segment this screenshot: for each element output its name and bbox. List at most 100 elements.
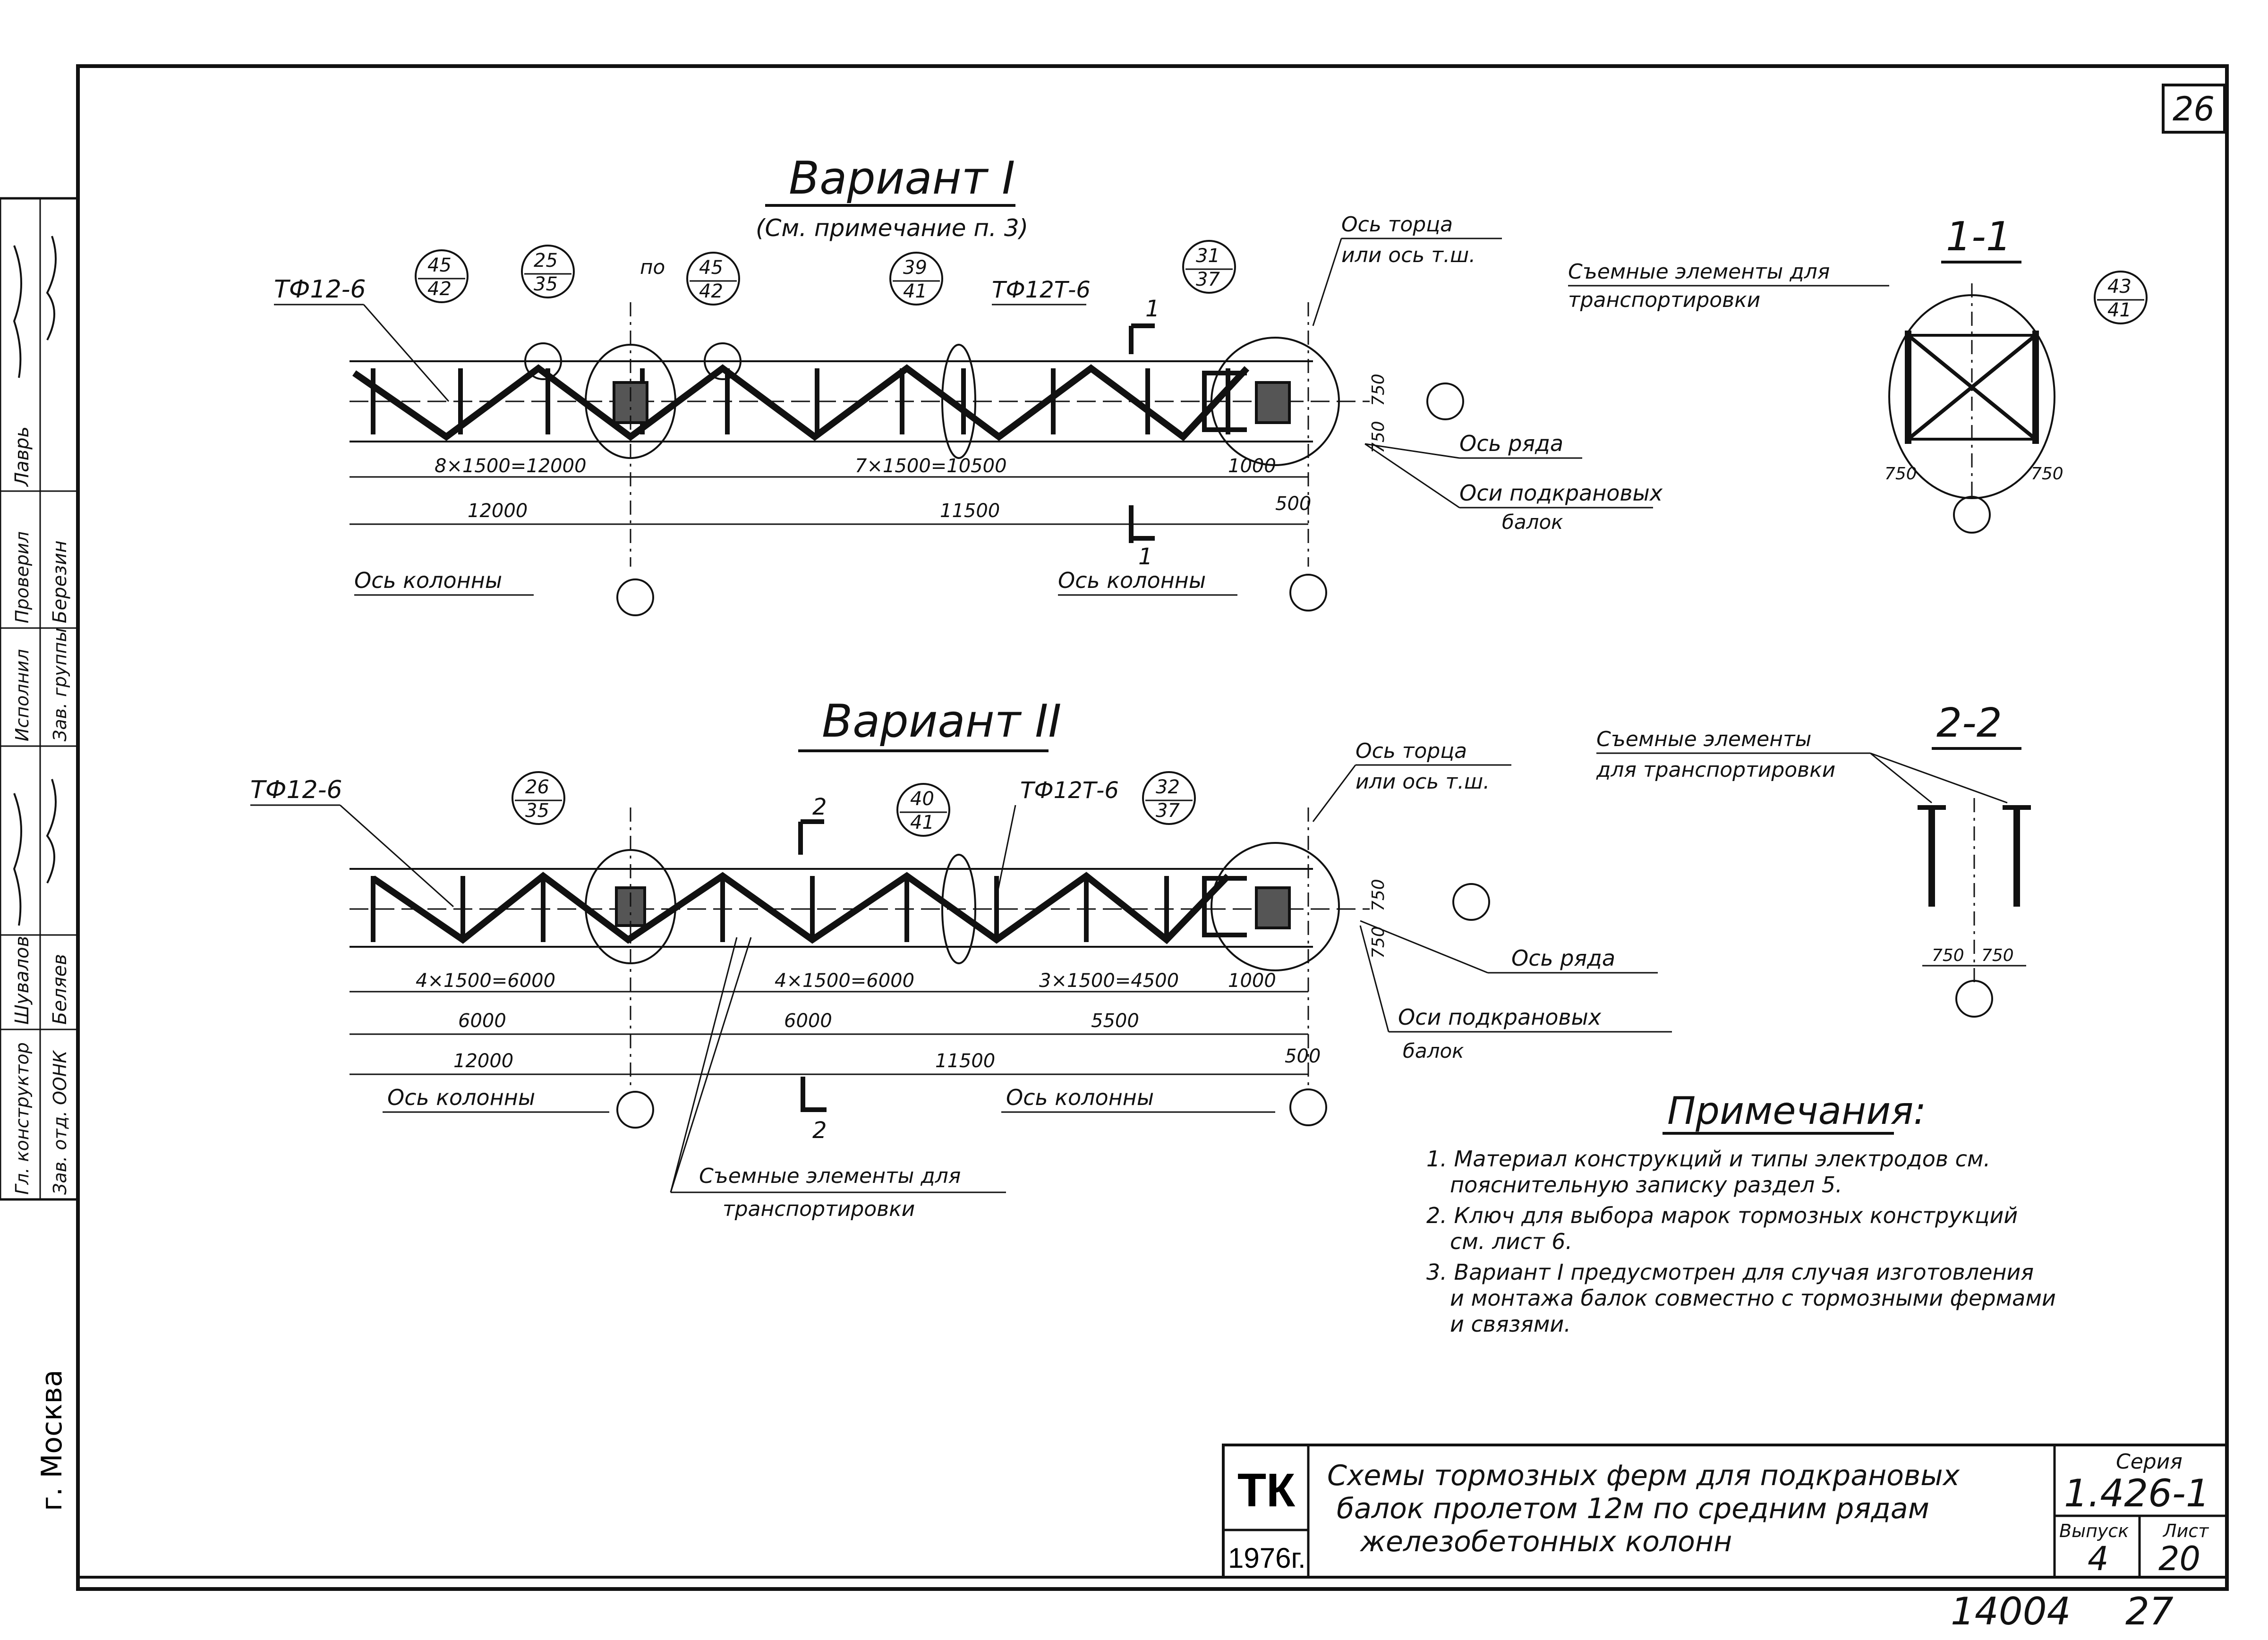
bubble-v2-1-top: 26 <box>525 776 549 798</box>
stamp-name-4: Лаврь <box>11 426 33 487</box>
footer-number-right: 27 <box>2125 1589 2174 1633</box>
issue-label: Выпуск <box>2059 1521 2129 1541</box>
note-line-3: 2. Ключ для выбора марок тормозных конст… <box>1426 1203 2018 1228</box>
section-2-2-title: 2-2 <box>1936 700 2002 747</box>
title-year: 1976г. <box>1228 1542 1306 1574</box>
note-line-2: пояснительную записку раздел 5. <box>1450 1172 1842 1198</box>
v2-removable: Съемные элементы для <box>699 1164 961 1188</box>
bubble-v2-2-top: 40 <box>910 788 934 810</box>
page-number: 26 <box>2173 90 2215 128</box>
v1-row-axis: Ось ряда <box>1459 431 1563 456</box>
section-1-1-label: Съемные элементы для <box>1568 260 1830 284</box>
bubble-v1-4-bottom: 41 <box>903 280 927 302</box>
note-line-6: и монтажа балок совместно с тормозными ф… <box>1450 1285 2056 1311</box>
note-line-7: и связями. <box>1450 1311 1571 1337</box>
section-2-2-label-2: для транспортировки <box>1596 758 1835 782</box>
v1-dim-chain-3: 1000 <box>1228 455 1276 477</box>
notes: Примечания: 1. Материал конструкций и ти… <box>1426 1089 2056 1337</box>
section-2-2-label: Съемные элементы <box>1596 727 1811 751</box>
section-1-1-bubble-bottom: 41 <box>2107 299 2132 321</box>
bubble-v1-5-top: 31 <box>1196 245 1220 267</box>
section-1-1-bubble-top: 43 <box>2107 276 2132 297</box>
v2-dim-mid-1: 6000 <box>458 1010 506 1032</box>
v2-section-mark-bottom: 2 <box>812 1117 827 1144</box>
section-1-1-dim-2: 750 <box>2031 464 2063 484</box>
v2-row-axis: Ось ряда <box>1511 945 1615 971</box>
section-2-2-dim-2: 750 <box>1981 946 2014 965</box>
v2-beam-axes: Оси подкрановых <box>1398 1004 1602 1030</box>
stamp-role-2: Зав. отд. ООНК <box>50 1050 70 1195</box>
title-line-1: Схемы тормозных ферм для подкрановых <box>1327 1459 1960 1492</box>
title-block: ТК 1976г. Схемы тормозных ферм для подкр… <box>1222 1444 2228 1579</box>
section-2-2-dim-1: 750 <box>1932 946 1964 965</box>
bubble-v2-1-bottom: 35 <box>525 800 549 822</box>
variant-2: Вариант II 26 35 40 41 32 37 ТФ12-6 <box>250 696 1672 1221</box>
v2-column-axis-left: Ось колонны <box>387 1085 535 1110</box>
section-2-2: 2-2 Съемные элементы для транспортировки… <box>1596 700 2031 1018</box>
v2-dim-chain-2: 4×1500=6000 <box>775 970 914 992</box>
v1-end-axis-2: или ось т.ш. <box>1341 243 1475 267</box>
v1-dim-chain-1: 8×1500=12000 <box>435 455 587 477</box>
series-label: Серия <box>2116 1450 2183 1474</box>
section-1-1-dim-1: 750 <box>1884 464 1917 484</box>
v2-end-axis: Ось торца <box>1356 739 1467 763</box>
v2-dim-total-3: 500 <box>1285 1045 1321 1067</box>
po-label: по <box>640 255 665 279</box>
section-1-1-label-2: транспортировки <box>1568 288 1760 312</box>
bubble-v1-1-bottom: 42 <box>427 278 452 300</box>
v1-beam-axes-2: балок <box>1502 510 1563 534</box>
note-line-5: 3. Вариант I предусмотрен для случая изг… <box>1426 1259 2034 1285</box>
stamp-name-2: Беляев <box>49 954 71 1025</box>
series-value: 1.426-1 <box>2064 1471 2210 1515</box>
v1-column-axis-right: Ось колонны <box>1058 568 1206 593</box>
v1-dim-vert-1: 750 <box>1369 374 1388 406</box>
side-stamp: г. Москва Гл. конструктор Зав. отд. ООНК… <box>0 197 79 1511</box>
v2-dim-total-1: 12000 <box>453 1050 513 1072</box>
bubble-v2-3-bottom: 37 <box>1156 800 1180 822</box>
section-1-1-title: 1-1 <box>1946 213 2012 260</box>
stamp-role-1: Гл. конструктор <box>12 1042 33 1195</box>
v1-dim-total-1: 12000 <box>468 500 528 522</box>
variant-1-bubbles: 45 42 25 35 по 45 42 39 41 31 37 <box>415 240 1236 306</box>
v2-dim-mid-2: 6000 <box>784 1010 832 1032</box>
v2-truss-left: ТФ12-6 <box>250 776 342 804</box>
bubble-v1-1-top: 45 <box>427 255 452 276</box>
bubble-v1-5-bottom: 37 <box>1196 269 1220 290</box>
v2-dim-vert-1: 750 <box>1369 879 1388 911</box>
bubble-v2-3-top: 32 <box>1156 776 1180 798</box>
v1-section-mark-bottom: 1 <box>1138 544 1153 570</box>
footer-number-left: 14004 <box>1951 1589 2071 1633</box>
v1-section-mark-top: 1 <box>1145 296 1160 322</box>
stamp-name-1: Шувалов <box>11 936 33 1025</box>
v2-beam-axes-2: балок <box>1403 1039 1464 1062</box>
bubble-v2-2-bottom: 41 <box>910 812 934 833</box>
stamp-role-3: Зав. группы <box>50 628 70 741</box>
v1-truss-left: ТФ12-6 <box>274 275 366 304</box>
issue-value: 4 <box>2088 1539 2109 1578</box>
v2-dim-chain-4: 1000 <box>1228 970 1276 992</box>
variant-2-title: Вариант II <box>822 696 1061 748</box>
title-org: ТК <box>1237 1464 1296 1517</box>
stamp-city: г. Москва <box>35 1369 68 1511</box>
v2-removable-2: транспортировки <box>723 1197 915 1221</box>
sheet-value: 20 <box>2158 1539 2200 1578</box>
v2-column-axis-right: Ось колонны <box>1006 1085 1154 1110</box>
bubble-v1-3-bottom: 42 <box>699 280 723 302</box>
note-line-1: 1. Материал конструкций и типы электродо… <box>1426 1146 1990 1172</box>
section-1-1: 1-1 Съемные элементы для транспортировки… <box>1568 213 2148 534</box>
variant-1-note-ref: (См. примечание п. 3) <box>756 214 1028 242</box>
v1-beam-axes: Оси подкрановых <box>1459 480 1663 506</box>
v2-dim-chain-1: 4×1500=6000 <box>416 970 555 992</box>
bubble-v1-2-bottom: 35 <box>534 273 558 295</box>
bubble-v1-4-top: 39 <box>903 257 927 279</box>
bubble-v1-2-top: 25 <box>534 250 558 272</box>
variant-1: Вариант I (См. примечание п. 3) <box>274 153 1663 616</box>
title-line-2: балок пролетом 12м по средним рядам <box>1337 1492 1929 1525</box>
v1-dim-chain-2: 7×1500=10500 <box>855 455 1007 477</box>
v1-column-axis-left: Ось колонны <box>354 568 502 593</box>
v1-end-axis: Ось торца <box>1341 212 1453 237</box>
v2-dim-chain-3: 3×1500=4500 <box>1039 970 1179 992</box>
v2-end-axis-2: или ось т.ш. <box>1356 770 1490 794</box>
notes-heading: Примечания: <box>1667 1089 1926 1133</box>
